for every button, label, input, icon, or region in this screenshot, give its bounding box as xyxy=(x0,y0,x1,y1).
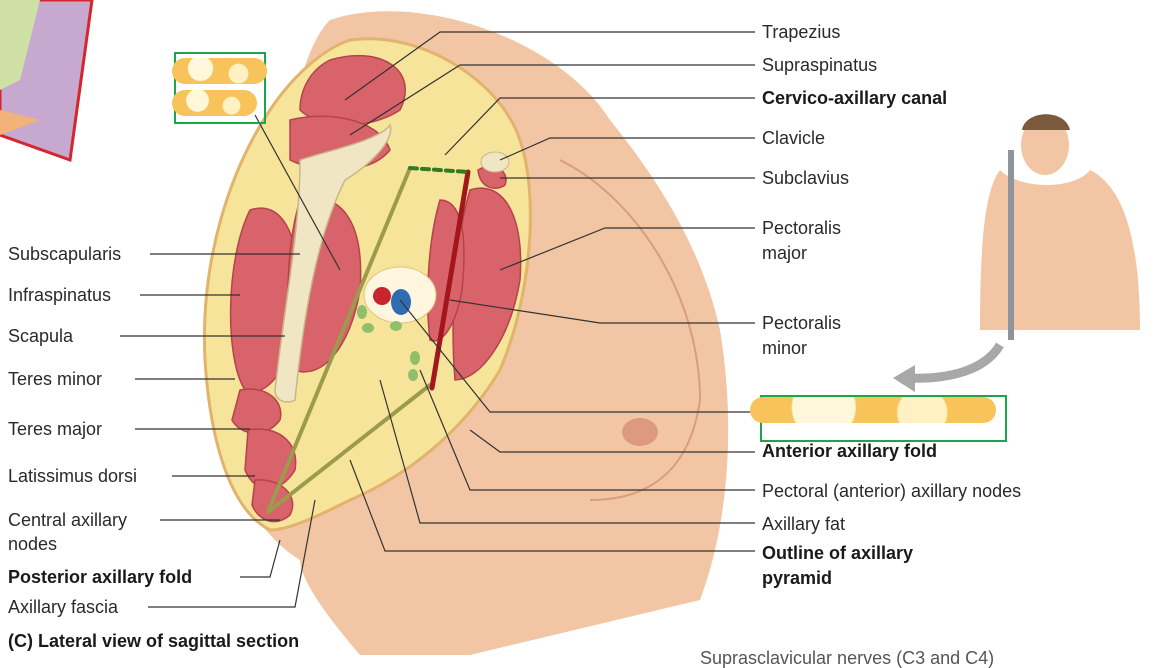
masked-label-blob xyxy=(172,58,267,84)
axillary-artery xyxy=(373,287,391,305)
label-clavicle: Clavicle xyxy=(762,128,826,148)
label-subscapularis: Subscapularis xyxy=(8,244,122,264)
corner-inset xyxy=(0,0,94,163)
label-teres-major: Teres major xyxy=(8,419,103,439)
reference-figure xyxy=(893,114,1140,392)
label-pectoral-nodes: Pectoral (anterior) axillary nodes xyxy=(762,481,1022,501)
neurovascular-bundle xyxy=(357,266,437,381)
lymph-node xyxy=(408,369,418,381)
label-posterior-axillary-fold: Posterior axillary fold xyxy=(8,567,193,587)
lymph-node xyxy=(362,323,374,333)
masked-label-blob xyxy=(750,397,996,423)
label-outline-axillary-pyramid-line2: pyramid xyxy=(762,568,833,588)
label-pectoralis-minor-line2: minor xyxy=(762,338,808,358)
label-trapezius: Trapezius xyxy=(762,22,841,42)
lymph-node xyxy=(410,351,420,365)
label-anterior-axillary-fold: Anterior axillary fold xyxy=(762,441,938,461)
nipple xyxy=(622,418,658,446)
figure-caption: (C) Lateral view of sagittal section xyxy=(8,631,300,651)
breast-contour xyxy=(559,159,702,501)
label-pectoralis-major: Pectoralis xyxy=(762,218,842,238)
label-outline-axillary-pyramid: Outline of axillary xyxy=(762,543,914,563)
lymph-node xyxy=(390,321,402,331)
trapezius-muscle xyxy=(299,54,406,126)
lymph-node xyxy=(357,305,367,319)
label-scapula: Scapula xyxy=(8,326,74,346)
leader-lines xyxy=(120,31,755,608)
label-subclavius: Subclavius xyxy=(762,168,850,188)
label-teres-minor: Teres minor xyxy=(8,369,103,389)
masked-label-blob xyxy=(172,90,257,116)
label-central-axillary-nodes: Central axillary xyxy=(8,510,128,530)
label-axillary-fascia: Axillary fascia xyxy=(8,597,119,617)
label-cervico-axillary-canal: Cervico-axillary canal xyxy=(762,88,948,108)
label-pectoralis-minor: Pectoralis xyxy=(762,313,842,333)
label-central-axillary-nodes-line2: nodes xyxy=(8,534,58,554)
scapula-bone xyxy=(274,123,392,403)
label-latissimus-dorsi: Latissimus dorsi xyxy=(8,466,138,486)
label-supraspinatus: Supraspinatus xyxy=(762,55,878,75)
label-infraspinatus: Infraspinatus xyxy=(8,285,112,305)
bottom-text: Suprasclavicular nerves (C3 and C4) xyxy=(700,648,995,668)
label-mask-left xyxy=(174,52,266,124)
axillary-pyramid-outline xyxy=(266,166,471,514)
label-axillary-fat: Axillary fat xyxy=(762,514,846,534)
clavicle-bone xyxy=(480,151,510,173)
teres-minor-muscle xyxy=(231,388,282,434)
label-pectoralis-major-line2: major xyxy=(762,243,808,263)
